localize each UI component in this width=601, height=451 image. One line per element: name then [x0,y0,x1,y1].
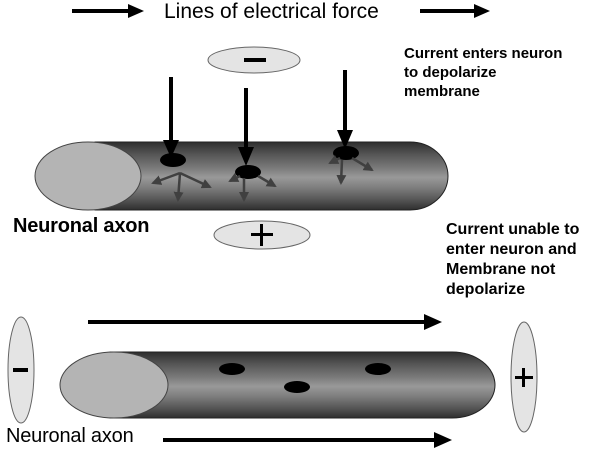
top-panel-note: Current enters neuron to depolarize memb… [404,44,562,101]
top-channels [160,146,359,179]
note-line: Current unable to [446,221,580,238]
ion-channel [160,153,186,167]
bottom-positive-pole [510,321,538,433]
title-arrow-left [72,4,144,18]
top-spread-arrows [151,154,374,202]
current-arrow-1 [163,77,179,158]
title-arrow-right [420,4,490,18]
diagram-title: Lines of electrical force [164,0,379,23]
note-line: Current enters neuron [404,45,563,62]
bottom-axon-cross-section [59,351,169,419]
note-line: depolarize [446,281,526,298]
bottom-negative-pole [7,316,35,424]
top-axon-cross-section [34,141,142,211]
ion-channel [284,381,310,393]
top-current-arrows [163,70,353,166]
bottom-panel-note: Current unable to enter neuron and Membr… [446,220,579,300]
ion-channel [333,146,359,160]
note-line: enter neuron and [446,241,577,258]
top-positive-pole [213,220,311,250]
ion-channel [235,165,261,179]
ion-channel [365,363,391,375]
note-line: membrane [404,83,480,100]
current-arrow-2 [238,88,254,166]
bottom-axon-label: Neuronal axon [6,425,134,447]
bottom-axon [59,351,496,419]
note-line: Membrane not [446,261,556,278]
top-axon-label: Neuronal axon [13,215,150,237]
current-arrow-3 [337,70,353,149]
minus-icon [13,368,28,372]
bottom-force-arrow-bottom [163,432,452,448]
bottom-force-arrow-top [88,314,442,330]
top-negative-pole [207,46,301,74]
note-line: to depolarize [404,64,497,81]
minus-icon [244,58,266,62]
bottom-channels [219,363,391,393]
ion-channel [219,363,245,375]
